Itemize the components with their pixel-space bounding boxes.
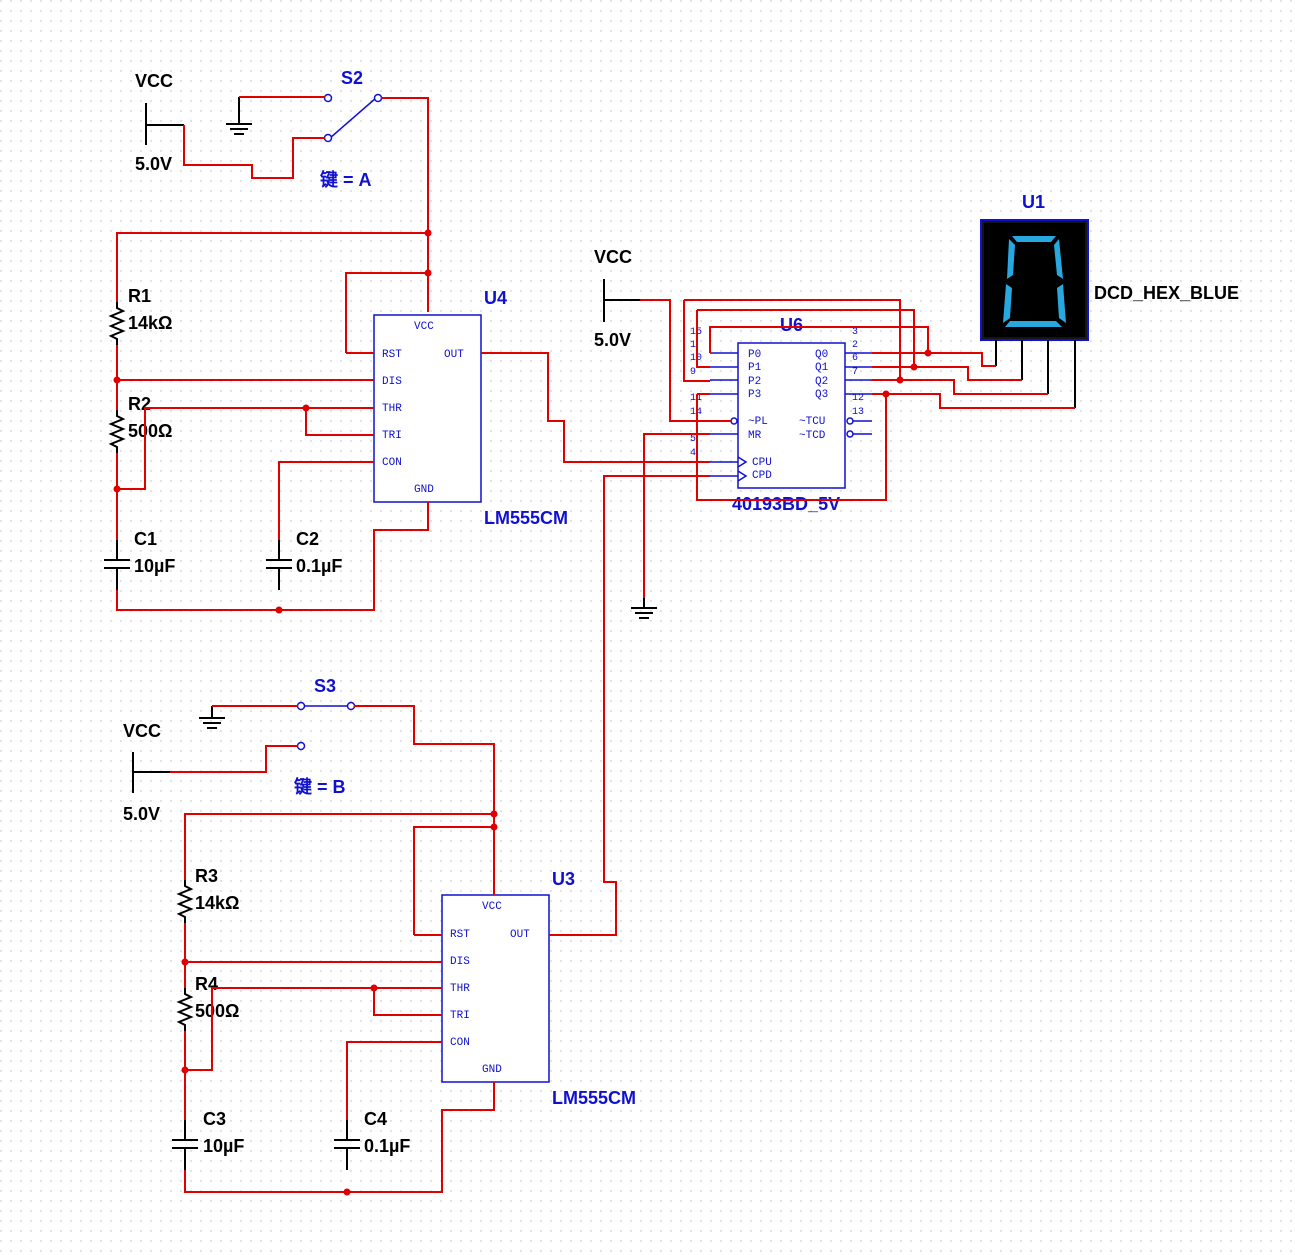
r2-ref: R2: [128, 394, 151, 414]
u6-pin-q0: Q0: [815, 349, 828, 361]
u6-num-6: 6: [852, 353, 858, 364]
capacitor-c2[interactable]: C2 0.1µF: [266, 529, 342, 590]
u6-pin-mr: MR: [748, 430, 762, 442]
vcc-2-voltage: 5.0V: [594, 330, 631, 350]
u3-pin-thr: THR: [450, 983, 470, 995]
u6-pin-p3: P3: [748, 389, 761, 401]
wires-u3: [170, 705, 498, 1196]
vcc-2-label: VCC: [594, 247, 632, 267]
vcc-source-1[interactable]: VCC 5.0V: [135, 71, 184, 174]
wires-u4: [113, 96, 432, 614]
chip-u3-lm555[interactable]: U3 LM555CM VCC RST DIS THR TRI CON OUT G…: [441, 869, 636, 1108]
u6-pin-pl: ~PL: [748, 416, 768, 428]
u4-pin-vcc: VCC: [414, 321, 434, 333]
u6-pin-tcd: ~TCD: [799, 430, 826, 442]
u4-pin-thr: THR: [382, 403, 402, 415]
chip-u4-lm555[interactable]: U4 LM555CM VCC RST DIS THR TRI CON OUT G…: [373, 288, 568, 528]
u3-pin-vcc: VCC: [482, 901, 502, 913]
u3-pin-out: OUT: [510, 929, 530, 941]
ground-symbol-3: [199, 706, 225, 729]
u6-num-5: 5: [690, 434, 696, 445]
u6-model: 40193BD_5V: [732, 494, 840, 514]
u6-num-2: 2: [852, 340, 858, 351]
u3-pin-dis: DIS: [450, 956, 470, 968]
u4-ref: U4: [484, 288, 507, 308]
s2-ref: S2: [341, 68, 363, 88]
u6-pin-p0: P0: [748, 349, 761, 361]
u6-num-4: 4: [690, 448, 696, 459]
s3-key-label: 键 = B: [293, 776, 346, 797]
u4-pin-con: CON: [382, 457, 402, 469]
c3-value: 10µF: [203, 1136, 244, 1156]
vcc-1-voltage: 5.0V: [135, 154, 172, 174]
r1-value: 14kΩ: [128, 313, 172, 333]
ground-symbol-2: [631, 598, 657, 619]
u6-ref: U6: [780, 315, 803, 335]
vcc-source-3[interactable]: VCC 5.0V: [123, 721, 170, 824]
r1-ref: R1: [128, 286, 151, 306]
r2-value: 500Ω: [128, 421, 172, 441]
u3-ref: U3: [552, 869, 575, 889]
u6-pin-cpd: CPD: [752, 470, 772, 482]
u6-num-3: 3: [852, 327, 858, 338]
u4-pin-out: OUT: [444, 349, 464, 361]
u6-pin-q3: Q3: [815, 389, 828, 401]
u6-num-1: 1: [690, 340, 696, 351]
u6-num-12: 12: [852, 393, 864, 404]
u4-pin-tri: TRI: [382, 430, 402, 442]
u3-pin-tri: TRI: [450, 1010, 470, 1022]
wires-counter: [481, 299, 1075, 936]
capacitor-c3[interactable]: C3 10µF: [172, 1109, 244, 1170]
u6-pin-p2: P2: [748, 376, 761, 388]
vcc-3-voltage: 5.0V: [123, 804, 160, 824]
c1-value: 10µF: [134, 556, 175, 576]
c4-ref: C4: [364, 1109, 387, 1129]
u6-pin-p1: P1: [748, 362, 762, 374]
vcc-1-label: VCC: [135, 71, 173, 91]
u6-pin-tcu: ~TCU: [799, 416, 825, 428]
capacitor-c4[interactable]: C4 0.1µF: [334, 1109, 410, 1170]
u3-model: LM555CM: [552, 1088, 636, 1108]
seven-segment-digit-zero: [1003, 236, 1066, 327]
ground-symbol-1: [226, 97, 252, 135]
c4-value: 0.1µF: [364, 1136, 410, 1156]
u6-num-7: 7: [852, 367, 858, 378]
vcc-3-label: VCC: [123, 721, 161, 741]
r3-ref: R3: [195, 866, 218, 886]
u4-pin-gnd: GND: [414, 484, 434, 496]
u1-model: DCD_HEX_BLUE: [1094, 283, 1239, 303]
r4-ref: R4: [195, 974, 218, 994]
s2-key-label: 键 = A: [319, 169, 372, 190]
u6-num-13: 13: [852, 407, 864, 418]
u4-model: LM555CM: [484, 508, 568, 528]
u3-pin-rst: RST: [450, 929, 470, 941]
s3-ref: S3: [314, 676, 336, 696]
u6-pin-q2: Q2: [815, 376, 828, 388]
resistor-r1[interactable]: R1 14kΩ: [108, 286, 172, 345]
u3-pin-gnd: GND: [482, 1064, 502, 1076]
u4-pin-rst: RST: [382, 349, 402, 361]
c2-value: 0.1µF: [296, 556, 342, 576]
u3-pin-con: CON: [450, 1037, 470, 1049]
capacitor-c1[interactable]: C1 10µF: [104, 529, 175, 590]
u4-pin-dis: DIS: [382, 376, 402, 388]
u6-pin-q1: Q1: [815, 362, 829, 374]
u6-num-9: 9: [690, 367, 696, 378]
r3-value: 14kΩ: [195, 893, 239, 913]
display-u1-hex[interactable]: U1 DCD_HEX_BLUE: [980, 192, 1239, 408]
switch-s3[interactable]: S3 键 = B: [293, 676, 356, 797]
r4-value: 500Ω: [195, 1001, 239, 1021]
u1-ref: U1: [1022, 192, 1045, 212]
resistor-r3[interactable]: R3 14kΩ: [176, 866, 239, 923]
vcc-source-2[interactable]: VCC 5.0V: [594, 247, 640, 350]
c2-ref: C2: [296, 529, 319, 549]
c1-ref: C1: [134, 529, 157, 549]
c3-ref: C3: [203, 1109, 226, 1129]
u6-pin-cpu: CPU: [752, 457, 772, 469]
